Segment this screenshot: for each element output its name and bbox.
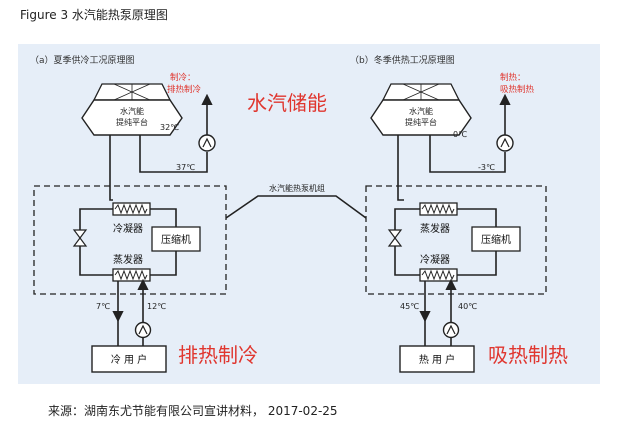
right-compressor (471, 226, 521, 252)
right-unit-boundary (365, 185, 547, 295)
left-panel-title: （a）夏季供冷工况原理图 (30, 54, 135, 66)
left-loop-3 (79, 246, 113, 276)
center-connector: 水汽能热泵机组 (225, 183, 367, 219)
right-compressor-label: 压缩机 (481, 233, 511, 246)
right-mode-label-1: 制热： (500, 72, 526, 83)
left-exchanger-top-label: 冷凝器 (113, 222, 143, 235)
right-loop-3 (394, 246, 420, 276)
right-loop-1 (457, 208, 497, 227)
left-pump-top (198, 134, 216, 152)
left-temp-top-in: 37℃ (176, 163, 195, 172)
left-big-label-bottom: 排热制冷 (178, 343, 258, 367)
right-mode-label-2: 吸热制热 (500, 84, 535, 95)
left-expansion-valve (72, 229, 88, 239)
right-loop-4 (394, 208, 420, 230)
right-user-box (399, 345, 475, 373)
left-tower-label-1: 水汽能 (120, 106, 144, 116)
center-bracket (225, 195, 367, 219)
right-loop-2 (457, 251, 497, 276)
source-citation: 来源：湖南东尤节能有限公司宣讲材料， 2017-02-25 (48, 404, 338, 418)
left-loop-4 (79, 208, 113, 230)
right-big-label-bottom: 吸热制热 (488, 343, 568, 367)
left-temp-bottom-right: 12℃ (147, 302, 166, 311)
left-user-label: 冷 用 户 (111, 353, 147, 366)
right-exchanger-top-label: 蒸发器 (420, 222, 450, 235)
panel-right: （b）冬季供热工况原理图 水汽能 提纯平台 制热： 吸热制热 0℃ -3℃ 蒸发… (350, 54, 568, 373)
left-unit-boundary (33, 185, 227, 295)
left-loop-2 (150, 251, 177, 276)
left-mode-label-2: 排热制冷 (167, 84, 202, 95)
left-compressor-label: 压缩机 (161, 233, 191, 246)
figure-caption: Figure 3 水汽能热泵原理图 (20, 8, 168, 22)
right-exchanger-bottom-label: 冷凝器 (420, 253, 450, 266)
right-pipe-b (429, 135, 506, 173)
right-pipe-a (397, 135, 404, 201)
left-temp-top-out: 32℃ (160, 123, 179, 132)
left-mode-label-1: 制冷： (170, 72, 196, 83)
left-tower-label-2: 提纯平台 (116, 117, 148, 127)
left-loop-1 (150, 208, 177, 227)
panel-left: （a）夏季供冷工况原理图 水汽能 提纯平台 制冷： 排热制冷 水汽储能 32℃ … (30, 54, 327, 373)
right-pump-top (496, 134, 514, 152)
left-temp-bottom-left: 7℃ (96, 302, 110, 311)
right-user-label: 热 用 户 (419, 353, 455, 366)
right-panel-title: （b）冬季供热工况原理图 (350, 54, 455, 66)
left-big-label-top: 水汽储能 (247, 91, 327, 115)
right-temp-bottom-right: 40℃ (458, 302, 477, 311)
right-expansion-valve (387, 229, 403, 239)
right-temp-bottom-left: 45℃ (400, 302, 419, 311)
left-pipe-a2 (109, 180, 113, 201)
right-temp-top-out: 0℃ (453, 130, 467, 139)
left-pipe-b (139, 135, 208, 173)
right-tower: 水汽能 提纯平台 (370, 83, 472, 136)
left-exchanger-bottom-label: 蒸发器 (113, 253, 143, 266)
right-temp-top-in: -3℃ (478, 163, 495, 172)
center-label: 水汽能热泵机组 (269, 183, 325, 193)
left-tower: 水汽能 提纯平台 (81, 83, 183, 136)
left-user-box (91, 345, 167, 373)
right-tower-label-1: 水汽能 (409, 106, 433, 116)
right-tower-label-2: 提纯平台 (405, 117, 437, 127)
